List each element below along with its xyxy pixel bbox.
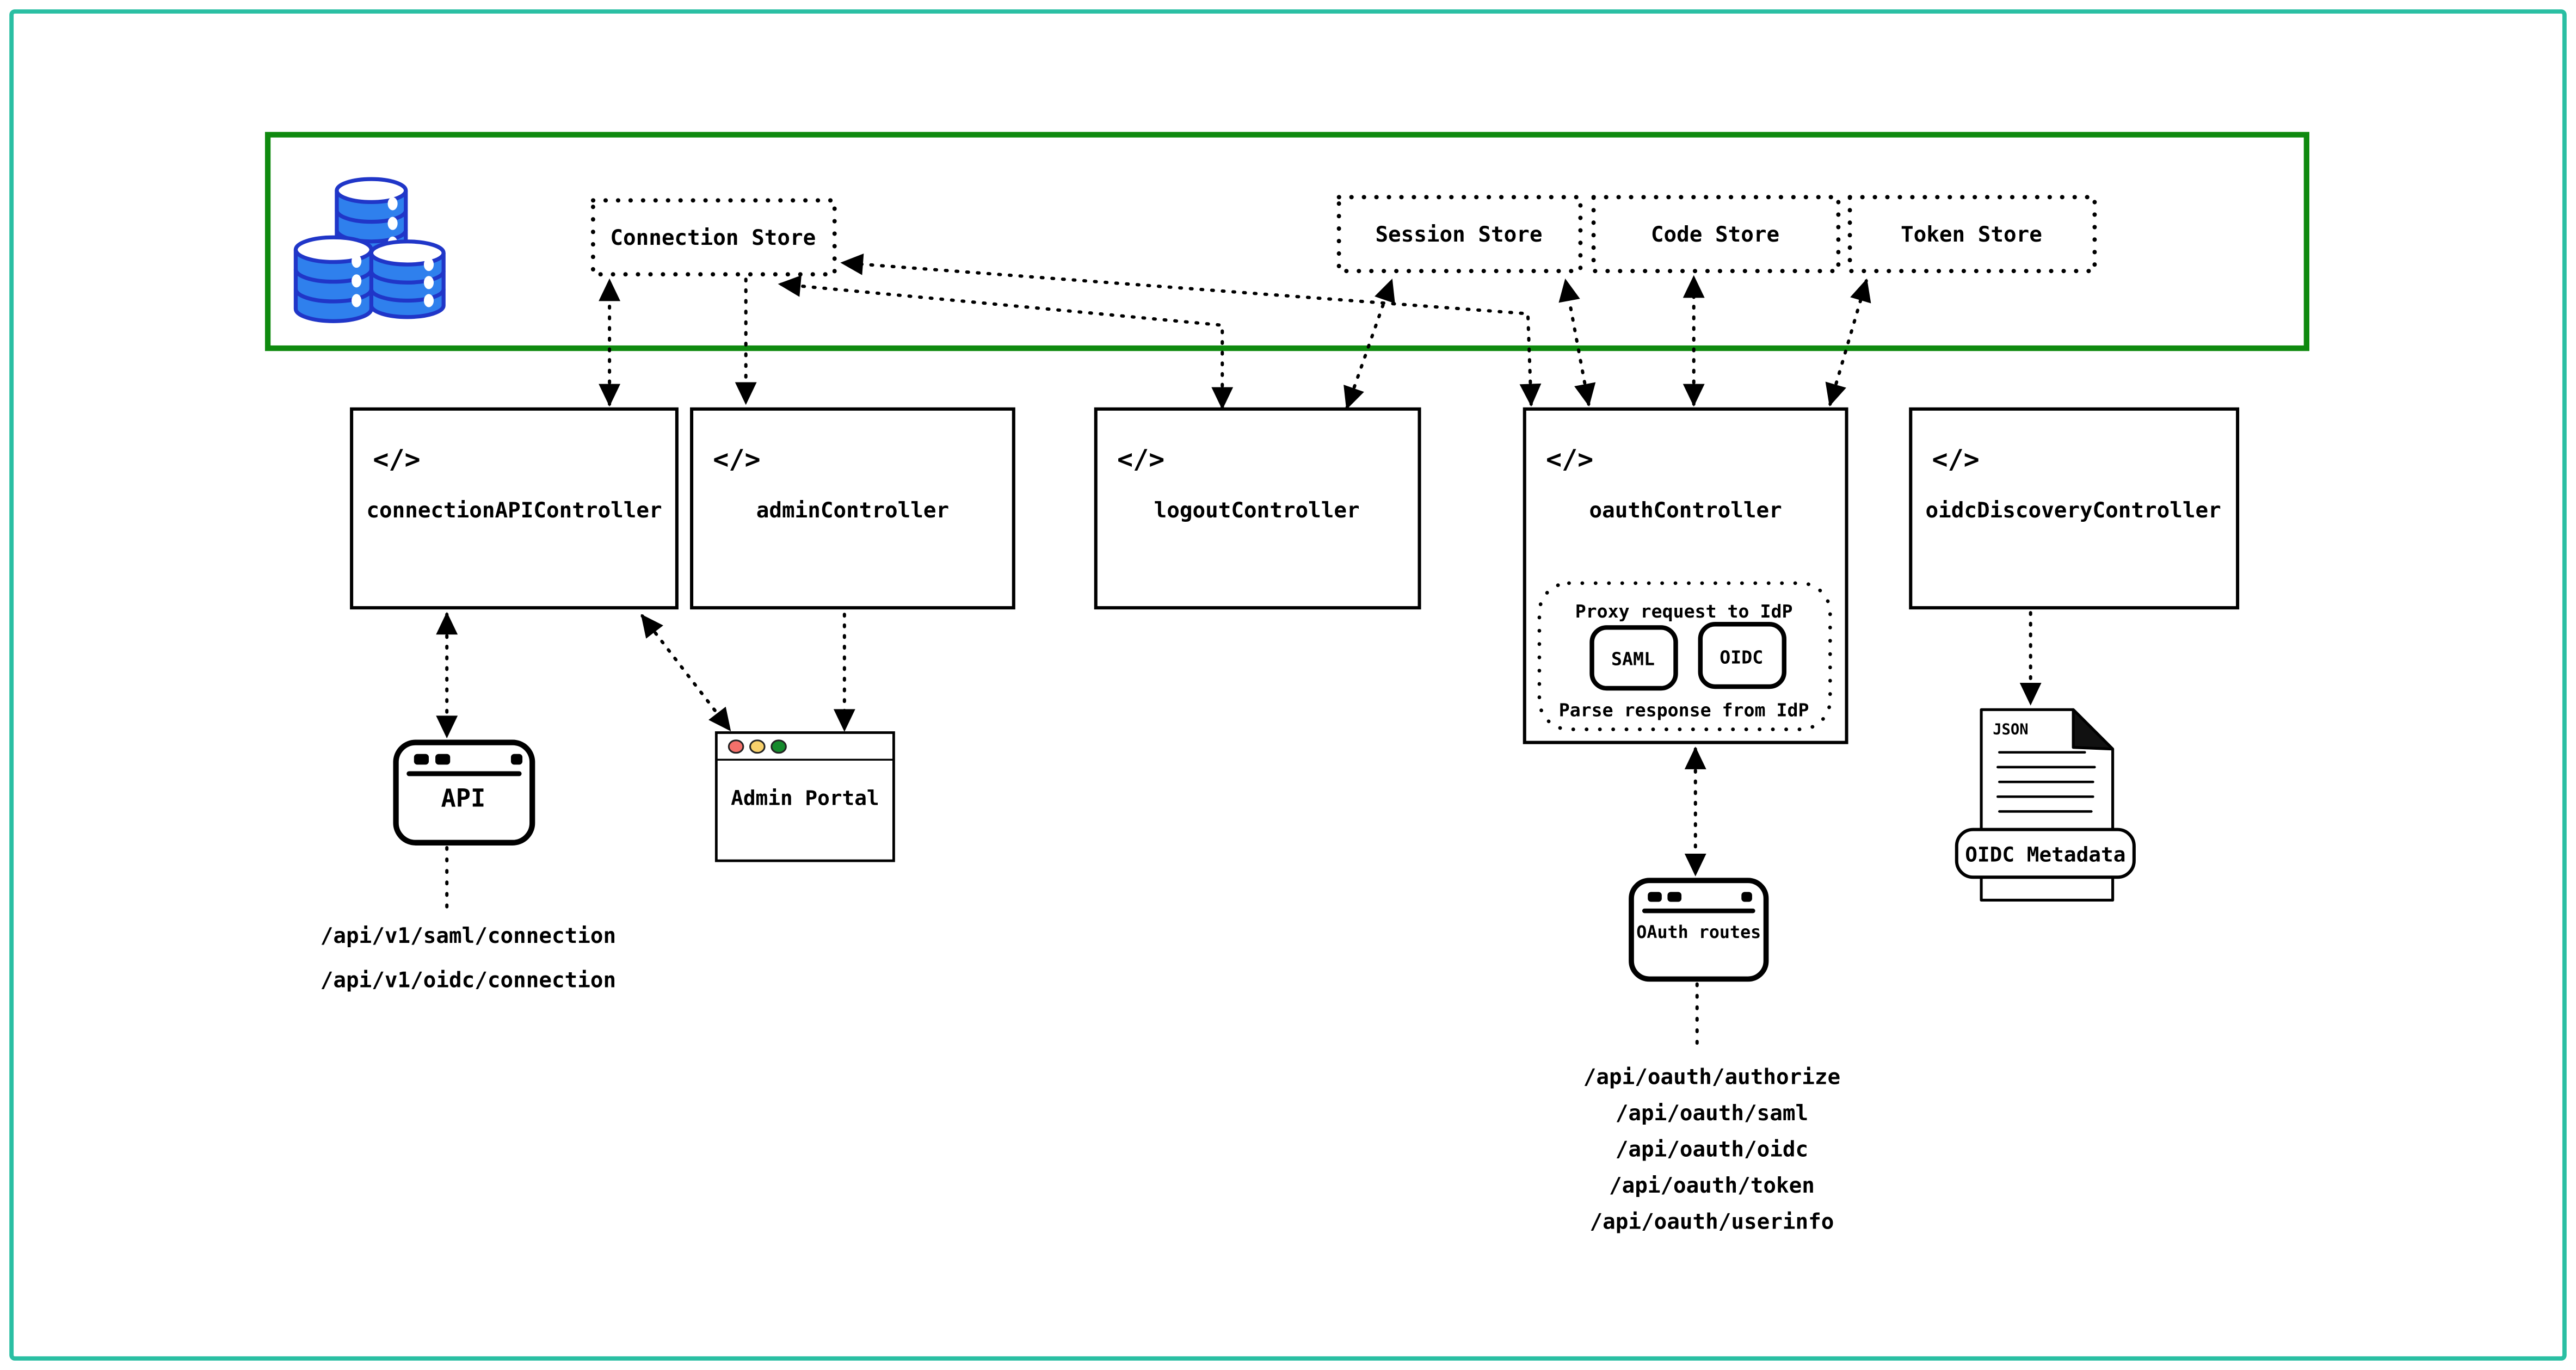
api-window: API: [393, 739, 535, 846]
arrow-connectionapi-adminportal: [640, 614, 731, 732]
code-icon: </>: [373, 444, 420, 474]
traffic-light-green: [771, 739, 787, 754]
oauth-route: /api/oauth/saml: [1616, 1101, 1808, 1126]
connections: [436, 253, 2042, 1053]
idp-proxy-section: Proxy request to IdP SAML OIDC Parse res…: [1537, 581, 1832, 731]
oidc-box: [1698, 622, 1787, 689]
code-icon: </>: [713, 444, 760, 474]
connection-store: Connection Store: [590, 198, 837, 277]
metadata-banner: [1955, 828, 2136, 879]
oauth-routes-window-label: OAuth routes: [1636, 923, 1761, 942]
saml-label: SAML: [1611, 649, 1655, 670]
oidc-label: OIDC: [1720, 647, 1763, 668]
folded-corner-icon: [2072, 708, 2115, 751]
oauth-route: /api/oauth/authorize: [1583, 1065, 1840, 1090]
oidc-metadata-document: JSON OIDC Metadata: [1955, 708, 2136, 902]
admin-portal-window: Admin Portal: [714, 731, 895, 862]
api-route: /api/v1/oidc/connection: [321, 968, 616, 992]
code-icon: </>: [1546, 444, 1593, 474]
connection-api-controller-label: connectionAPIController: [366, 498, 662, 523]
oauth-controller-label: oauthController: [1589, 498, 1782, 523]
token-store: Token Store: [1847, 195, 2097, 274]
admin-controller-label: adminController: [756, 498, 949, 523]
code-store: Code Store: [1591, 195, 1841, 274]
oidc-discovery-controller-label: oidcDiscoveryController: [1925, 498, 2221, 523]
token-store-label: Token Store: [1901, 223, 2042, 247]
code-icon: </>: [1117, 444, 1164, 474]
session-store: Session Store: [1336, 195, 1583, 274]
arrow-logout-sessionstore: [1344, 278, 1395, 410]
oauth-route: /api/oauth/oidc: [1616, 1137, 1808, 1162]
parse-response-label: Parse response from IdP: [1559, 699, 1809, 720]
logout-controller-label: logoutController: [1154, 498, 1360, 523]
api-route-list: /api/v1/saml/connection /api/v1/oidc/con…: [321, 924, 616, 993]
database-icon: [293, 177, 446, 323]
document-text-lines: [1996, 751, 2096, 813]
saml-box: [1589, 625, 1678, 691]
traffic-light-yellow: [749, 739, 766, 754]
traffic-light-red: [728, 739, 744, 754]
session-store-label: Session Store: [1375, 223, 1542, 247]
code-store-label: Code Store: [1651, 223, 1779, 247]
arrow-oauth-tokenstore: [1825, 278, 1871, 407]
proxy-request-label: Proxy request to IdP: [1575, 601, 1793, 622]
admin-controller: </> adminController: [690, 407, 1015, 610]
arrow-oauth-sessionstore: [1558, 278, 1596, 407]
connection-store-label: Connection Store: [610, 226, 816, 250]
json-file-type-label: JSON: [1993, 721, 2028, 738]
oidc-metadata-label: OIDC Metadata: [1965, 843, 2125, 867]
logout-controller: </> logoutController: [1094, 407, 1421, 610]
api-route: /api/v1/saml/connection: [321, 924, 616, 948]
oauth-routes-window: OAuth routes: [1629, 878, 1769, 982]
oauth-route-list: /api/oauth/authorize /api/oauth/saml /ap…: [1583, 1065, 1840, 1235]
oidc-discovery-controller: </> oidcDiscoveryController: [1909, 407, 2240, 610]
connection-api-controller: </> connectionAPIController: [350, 407, 679, 610]
oauth-controller: </> oauthController Proxy request to IdP…: [1523, 407, 1848, 744]
oauth-route: /api/oauth/userinfo: [1590, 1209, 1834, 1234]
admin-portal-label: Admin Portal: [731, 786, 879, 810]
oauth-route: /api/oauth/token: [1609, 1174, 1815, 1198]
api-window-label: API: [441, 783, 486, 812]
code-icon: </>: [1932, 444, 1979, 474]
